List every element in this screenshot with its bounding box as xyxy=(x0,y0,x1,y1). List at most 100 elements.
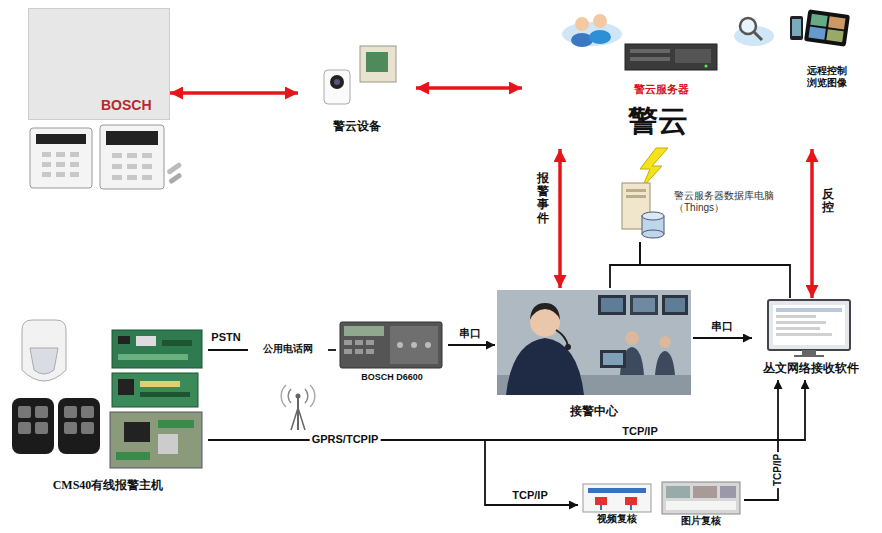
server-picture xyxy=(705,65,708,68)
users-icon xyxy=(562,14,622,47)
keypad-picture xyxy=(56,172,65,177)
monitor-picture xyxy=(768,300,850,357)
server-picture xyxy=(630,57,670,61)
cloud-outline xyxy=(250,332,326,369)
alarm-host-picture xyxy=(158,420,194,428)
cloud-outline xyxy=(774,58,870,138)
mobile-devices-picture xyxy=(792,19,801,36)
cloud-outline xyxy=(772,99,852,147)
cloud-outline xyxy=(524,49,600,117)
cloud-fill xyxy=(682,78,822,148)
dispatch-center: 接警中心 xyxy=(495,288,693,423)
node-label: 远程控制 浏览图像 xyxy=(807,65,851,89)
antenna-symbol xyxy=(296,394,301,399)
monitor-picture xyxy=(768,300,850,350)
keypad-picture xyxy=(127,164,137,169)
dispatch-photo xyxy=(662,295,688,315)
cloud-outline xyxy=(316,70,400,110)
video-review-picture xyxy=(583,484,651,512)
alarm-host-picture xyxy=(116,452,150,460)
connector-line xyxy=(208,380,805,440)
contact-sensor-picture xyxy=(166,162,182,185)
contact-sensor-picture xyxy=(166,162,182,175)
keypad-picture xyxy=(112,175,122,180)
node-label: 丛文网络接收软件 xyxy=(763,361,859,375)
edge-label: PSTN xyxy=(211,331,240,344)
cloud-outline xyxy=(532,103,592,147)
keypad-picture xyxy=(142,153,152,158)
alarm-host-picture xyxy=(18,406,31,418)
monitor-picture xyxy=(776,315,816,318)
keypad-picture xyxy=(112,153,122,158)
connector-line xyxy=(640,242,790,298)
antenna-symbol xyxy=(297,398,299,430)
alarm-host-picture xyxy=(118,336,130,344)
mobile-devices-picture xyxy=(828,16,845,29)
alarm-host-picture xyxy=(18,422,31,434)
keypad-picture xyxy=(30,125,164,189)
cloud-platform: 警云服务器警云远程控制 浏览图像 xyxy=(522,3,874,149)
receiver-software: 丛文网络接收软件 xyxy=(752,298,870,380)
mobile-devices-picture xyxy=(826,29,843,42)
receiver-picture xyxy=(340,322,442,368)
receiver-picture xyxy=(411,342,417,348)
picture-review-picture xyxy=(662,482,740,514)
alarm-host-picture xyxy=(58,398,100,454)
keypad-picture xyxy=(127,153,137,158)
users-icon xyxy=(593,14,607,28)
antenna-symbol xyxy=(281,385,286,407)
alarm-host-picture xyxy=(81,406,94,418)
edge-label: 反控 xyxy=(822,188,834,214)
edge-label: TCP/IP xyxy=(772,452,784,488)
connector-line xyxy=(448,344,495,346)
alarm-panel-box: BOSCH xyxy=(28,8,170,120)
alarm-host-picture xyxy=(112,373,198,407)
receiver-box: BOSCH D6600 xyxy=(336,318,448,388)
search-icon xyxy=(740,18,756,34)
dispatch-photo xyxy=(625,331,639,345)
connector-line xyxy=(810,149,814,298)
monitor-picture xyxy=(776,308,842,312)
cloud-fill xyxy=(250,332,326,369)
cloud-outline xyxy=(360,53,412,101)
dispatch-photo xyxy=(655,351,675,375)
cloud-fill xyxy=(524,49,600,117)
receiver-picture xyxy=(397,342,403,348)
monitor-picture xyxy=(773,305,845,345)
keypad-picture xyxy=(70,162,79,167)
camera-picture xyxy=(330,75,344,89)
alarm-host-picture xyxy=(81,422,94,434)
dispatch-photo xyxy=(633,298,655,312)
keypad-picture xyxy=(42,172,51,177)
alarm-host-picture xyxy=(140,392,190,397)
alarm-host-picture xyxy=(22,320,66,381)
picture-review-picture xyxy=(720,486,736,498)
node-label: 警云设备 xyxy=(333,119,381,133)
cloud-fill xyxy=(360,53,412,101)
cloud-outline xyxy=(303,55,363,105)
node-label: 警云服务器数据库电脑（Things） xyxy=(674,190,782,214)
alarm-host-picture xyxy=(30,348,58,374)
keypad-picture xyxy=(42,152,51,157)
cloud-outline xyxy=(303,39,412,110)
dispatch-photo xyxy=(598,295,626,315)
database-pc-picture xyxy=(622,183,664,238)
alarm-host-picture xyxy=(12,398,54,454)
video-review-picture xyxy=(583,484,651,512)
receiver-picture xyxy=(366,340,374,345)
keypad-picture xyxy=(112,164,122,169)
cloud-fill xyxy=(316,70,400,110)
cloud-outline xyxy=(747,9,867,93)
dispatch-photo xyxy=(601,298,623,312)
receiver-picture xyxy=(344,349,352,354)
server-picture xyxy=(630,49,670,53)
picture-review-picture xyxy=(693,486,717,498)
keypad-picture xyxy=(56,162,65,167)
connector-line xyxy=(558,149,562,288)
picture-review-picture xyxy=(666,486,690,498)
keypad-picture xyxy=(142,175,152,180)
edge-label: TCP/IP xyxy=(512,489,547,502)
dispatch-photo xyxy=(659,336,671,348)
monitor-picture xyxy=(802,350,816,355)
